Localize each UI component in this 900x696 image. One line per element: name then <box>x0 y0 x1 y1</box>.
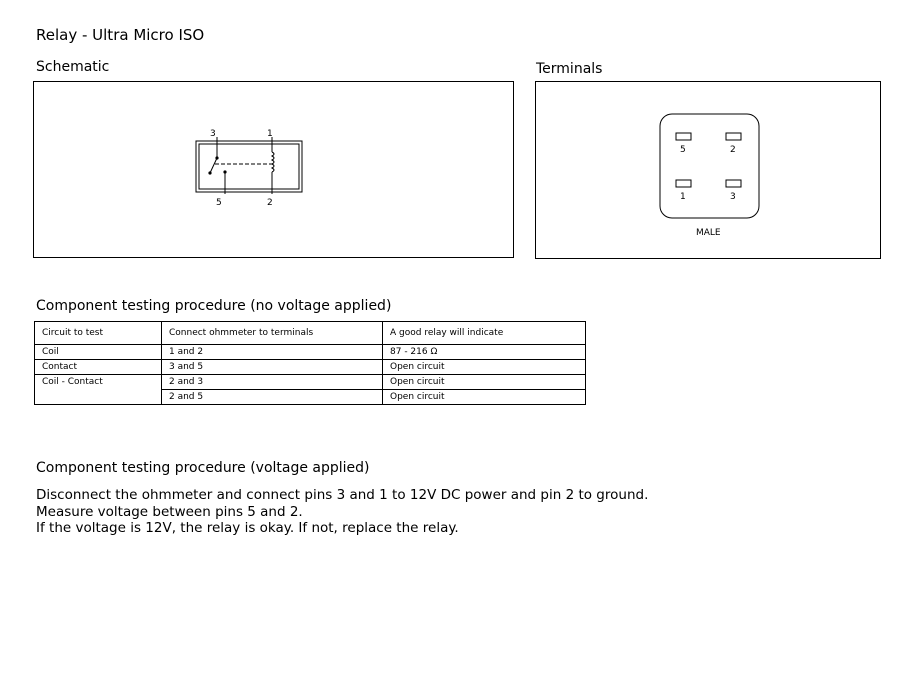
cell-terminals: 1 and 2 <box>161 344 383 360</box>
cell-circuit: Coil - Contact <box>34 374 162 390</box>
voltage-heading: Component testing procedure (voltage app… <box>36 460 370 476</box>
terminal-5-label: 5 <box>680 145 686 155</box>
no-voltage-heading: Component testing procedure (no voltage … <box>36 298 392 314</box>
cell-terminals: 2 and 5 <box>161 389 383 405</box>
relay-schematic-diagram: 3 1 5 2 <box>195 129 303 208</box>
table-row: Coil 1 and 2 87 - 216 Ω <box>34 344 586 360</box>
coil <box>270 151 275 173</box>
pin2-label: 2 <box>267 198 273 208</box>
cell-circuit <box>34 389 162 405</box>
terminal-1-label: 1 <box>680 192 686 202</box>
pin1-label: 1 <box>267 129 273 139</box>
header-circuit: Circuit to test <box>34 321 162 345</box>
relay-housing-inner <box>198 143 300 190</box>
table-row: Contact 3 and 5 Open circuit <box>34 359 586 375</box>
pin5-label: 5 <box>216 198 222 208</box>
instruction-line: Disconnect the ohmmeter and connect pins… <box>36 487 649 503</box>
terminal-5 <box>675 132 692 141</box>
cell-indication: Open circuit <box>382 389 586 405</box>
terminals-diagram: 5 2 1 3 MALE <box>659 113 760 238</box>
cell-indication: 87 - 216 Ω <box>382 344 586 360</box>
switch-arm <box>209 157 218 174</box>
header-indication: A good relay will indicate <box>382 321 586 345</box>
page-title: Relay - Ultra Micro ISO <box>36 26 205 44</box>
terminal-1 <box>675 179 692 188</box>
terminal-3 <box>725 179 742 188</box>
cell-circuit: Contact <box>34 359 162 375</box>
table-header-row: Circuit to test Connect ohmmeter to term… <box>34 321 586 345</box>
table-row: 2 and 5 Open circuit <box>34 389 586 405</box>
terminal-2 <box>725 132 742 141</box>
table-row: Coil - Contact 2 and 3 Open circuit <box>34 374 586 390</box>
relay-housing-outer <box>195 140 303 193</box>
cell-circuit: Coil <box>34 344 162 360</box>
cell-terminals: 3 and 5 <box>161 359 383 375</box>
cell-indication: Open circuit <box>382 359 586 375</box>
pin3-label: 3 <box>210 129 216 139</box>
connector-body <box>659 113 760 219</box>
terminals-label: Terminals <box>536 61 603 77</box>
terminals-panel: 5 2 1 3 MALE <box>535 81 881 259</box>
terminal-3-label: 3 <box>730 192 736 202</box>
schematic-label: Schematic <box>36 59 110 75</box>
terminal-2-label: 2 <box>730 145 736 155</box>
connector-gender-label: MALE <box>696 228 721 238</box>
header-terminals: Connect ohmmeter to terminals <box>161 321 383 345</box>
cell-indication: Open circuit <box>382 374 586 390</box>
voltage-instructions: Disconnect the ohmmeter and connect pins… <box>36 487 648 537</box>
no-voltage-test-table: Circuit to test Connect ohmmeter to term… <box>34 321 586 405</box>
cell-terminals: 2 and 3 <box>161 374 383 390</box>
switch-pivot <box>208 171 212 175</box>
schematic-panel: 3 1 5 2 <box>33 81 514 258</box>
instruction-line: If the voltage is 12V, the relay is okay… <box>36 520 459 536</box>
instruction-line: Measure voltage between pins 5 and 2. <box>36 503 303 520</box>
